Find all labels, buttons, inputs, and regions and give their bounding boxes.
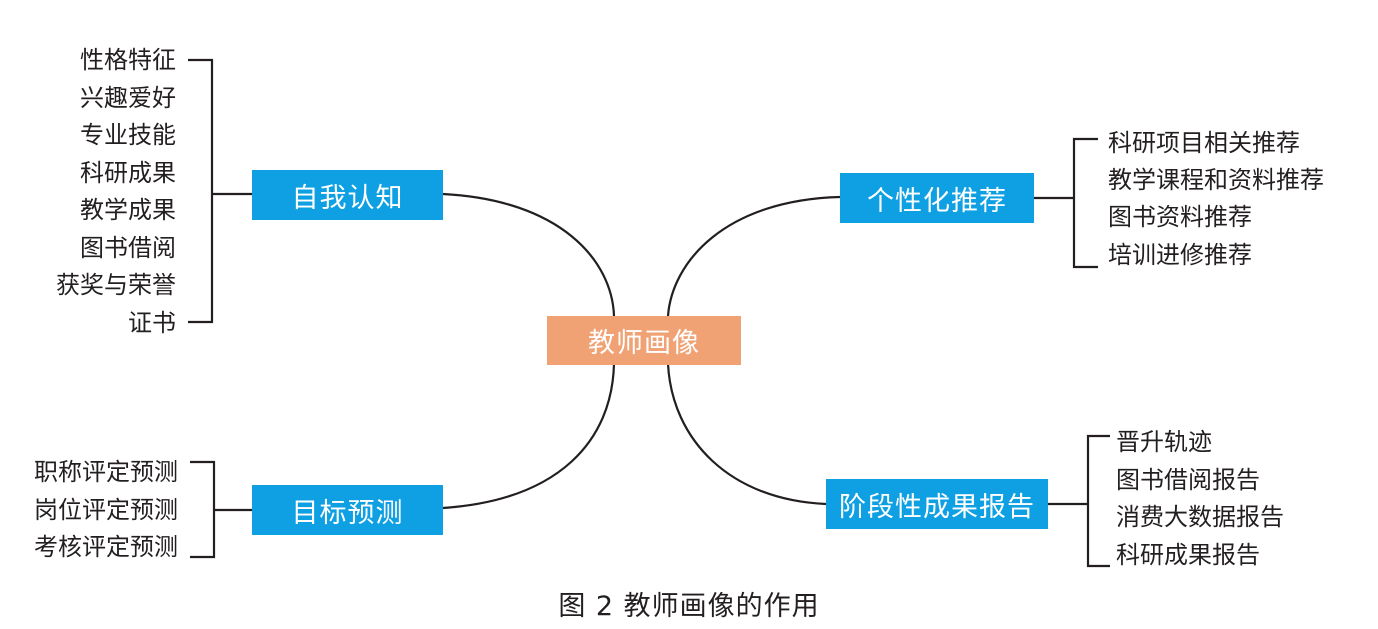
branch-personalized-recommendation-label: 个性化推荐 [867, 185, 1007, 217]
curve-to-self-cognition [442, 192, 616, 317]
leaf-self-cognition: 教学成果 [80, 196, 176, 224]
branch-self-cognition-label: 自我认知 [291, 182, 404, 214]
leaf-stage-report: 科研成果报告 [1116, 541, 1260, 569]
branch-stage-report: 阶段性成果报告 [826, 479, 1048, 529]
leaf-self-cognition: 兴趣爱好 [80, 84, 176, 112]
bracket-self-cognition [188, 58, 214, 324]
leaf-stage-report: 消费大数据报告 [1116, 503, 1284, 531]
leaf-self-cognition: 性格特征 [80, 46, 176, 74]
leaf-self-cognition: 科研成果 [80, 159, 176, 187]
leaf-self-cognition: 专业技能 [80, 121, 176, 149]
branch-goal-prediction: 目标预测 [252, 485, 443, 535]
center-node: 教师画像 [547, 316, 741, 365]
center-label: 教师画像 [588, 328, 700, 359]
leaf-personalized-recommendation: 教学课程和资料推荐 [1108, 166, 1324, 194]
leaf-self-cognition: 图书借阅 [80, 234, 176, 262]
bracket-stage-report [1086, 434, 1110, 568]
leaf-goal-prediction: 职称评定预测 [34, 458, 178, 486]
leaf-goal-prediction: 岗位评定预测 [34, 496, 178, 524]
figure-caption: 图 2 教师画像的作用 [558, 591, 820, 622]
leaf-stage-report: 图书借阅报告 [1116, 466, 1260, 494]
branch-stage-report-label: 阶段性成果报告 [839, 491, 1035, 523]
branch-personalized-recommendation: 个性化推荐 [840, 173, 1034, 223]
branch-goal-prediction-label: 目标预测 [291, 497, 404, 529]
leaf-self-cognition: 获奖与荣誉 [56, 271, 176, 299]
curve-to-goal-prediction [442, 363, 616, 510]
bracket-goal-prediction [190, 460, 216, 559]
curve-to-personalized-recommendation [666, 195, 841, 317]
bracket-personalized-recommendation [1072, 137, 1098, 269]
leaf-personalized-recommendation: 培训进修推荐 [1108, 241, 1252, 269]
branch-self-cognition: 自我认知 [252, 170, 443, 220]
leaf-stage-report: 晋升轨迹 [1116, 428, 1212, 456]
leaf-self-cognition: 证书 [128, 309, 176, 337]
leaf-personalized-recommendation: 科研项目相关推荐 [1108, 129, 1300, 157]
leaf-personalized-recommendation: 图书资料推荐 [1108, 203, 1252, 231]
curve-to-stage-report [666, 363, 827, 506]
leaf-goal-prediction: 考核评定预测 [34, 533, 178, 561]
